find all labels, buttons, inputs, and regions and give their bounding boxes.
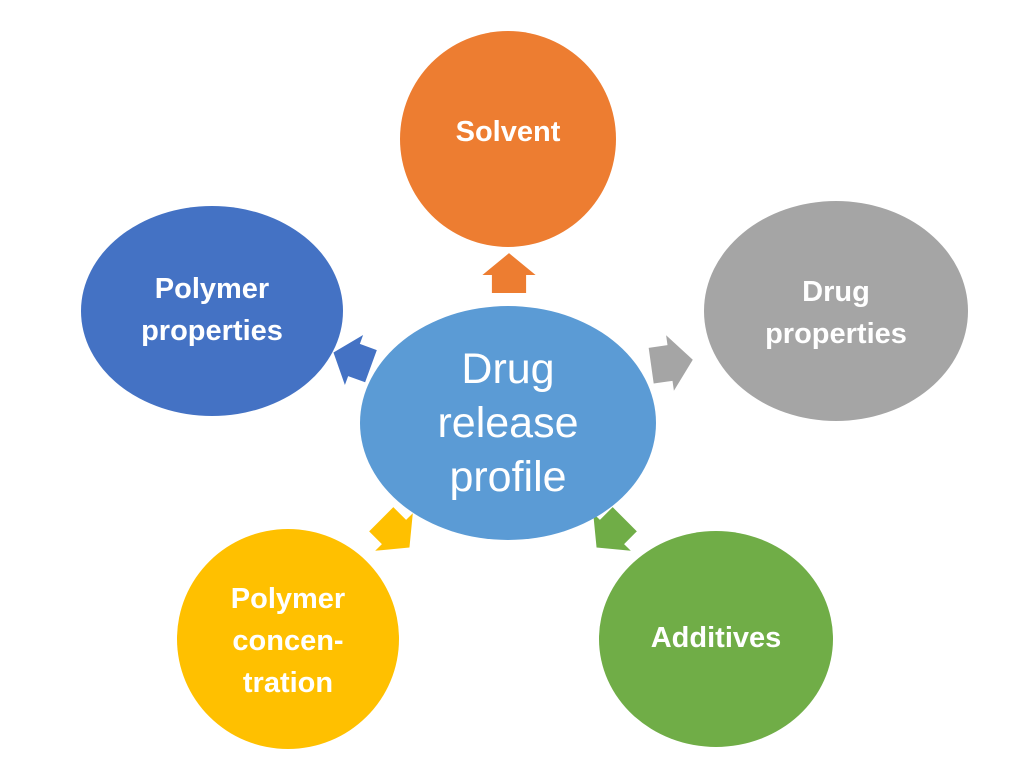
polymer-concentration-node [177, 529, 399, 749]
polymer-properties-node [81, 206, 343, 416]
additives-node [599, 531, 833, 747]
arrow-to-polymer-concentration [369, 507, 413, 551]
drug-properties-node [704, 201, 968, 421]
arrow-to-polymer-properties [333, 335, 377, 385]
solvent-node [400, 31, 616, 247]
arrow-to-drug-properties [648, 335, 693, 391]
arrow-to-additives [593, 507, 637, 551]
arrow-to-solvent [482, 253, 536, 294]
center-node [360, 306, 656, 540]
